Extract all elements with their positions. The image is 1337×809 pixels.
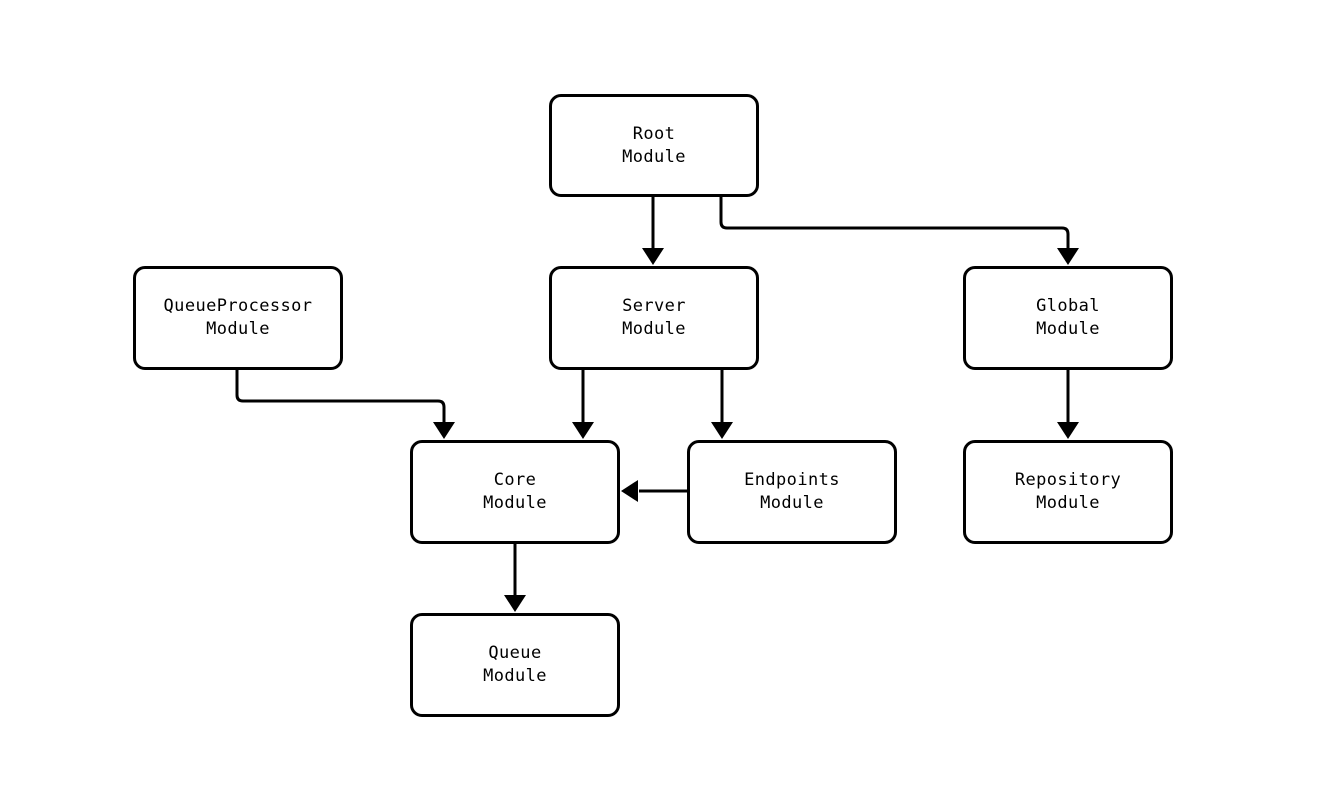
- arrowhead-icon: [711, 422, 733, 439]
- node-label-primary: QueueProcessor: [163, 296, 313, 316]
- arrowhead-icon: [433, 422, 455, 439]
- node-label-primary: Endpoints: [744, 470, 840, 490]
- edge-global-repository: [1057, 370, 1079, 439]
- node-label-secondary: Module: [483, 666, 547, 686]
- arrowhead-icon: [1057, 248, 1079, 265]
- node-label-primary: Repository: [1014, 470, 1122, 490]
- edge-server-endpoints: [711, 370, 733, 439]
- node-label-secondary: Module: [206, 319, 270, 339]
- arrowhead-icon: [504, 595, 526, 612]
- edge-core-queue: [504, 544, 526, 612]
- node-label-primary: Root: [632, 123, 676, 144]
- node-label-secondary: Module: [1036, 493, 1100, 513]
- node-label-primary: Core: [493, 470, 537, 490]
- node-label-primary: Global: [1036, 296, 1100, 316]
- arrowhead-icon: [572, 422, 594, 439]
- node-label-secondary: Module: [760, 493, 824, 513]
- edge-root-global: [719, 197, 1079, 265]
- arrowhead-icon: [1057, 422, 1079, 439]
- arrowhead-icon: [621, 480, 638, 502]
- node-label-secondary: Module: [1036, 319, 1100, 339]
- edge-queueprocessor-core: [235, 370, 455, 439]
- node-label-primary: Server: [622, 296, 686, 316]
- edge-server-core: [572, 370, 594, 439]
- edge-root-server: [642, 197, 664, 265]
- edge-endpoints-core: [621, 480, 687, 502]
- arrowhead-icon: [642, 248, 664, 265]
- node-label-secondary: Module: [622, 146, 686, 167]
- node-label-primary: Queue: [488, 643, 542, 663]
- node-label-secondary: Module: [622, 319, 686, 339]
- node-label-secondary: Module: [483, 493, 547, 513]
